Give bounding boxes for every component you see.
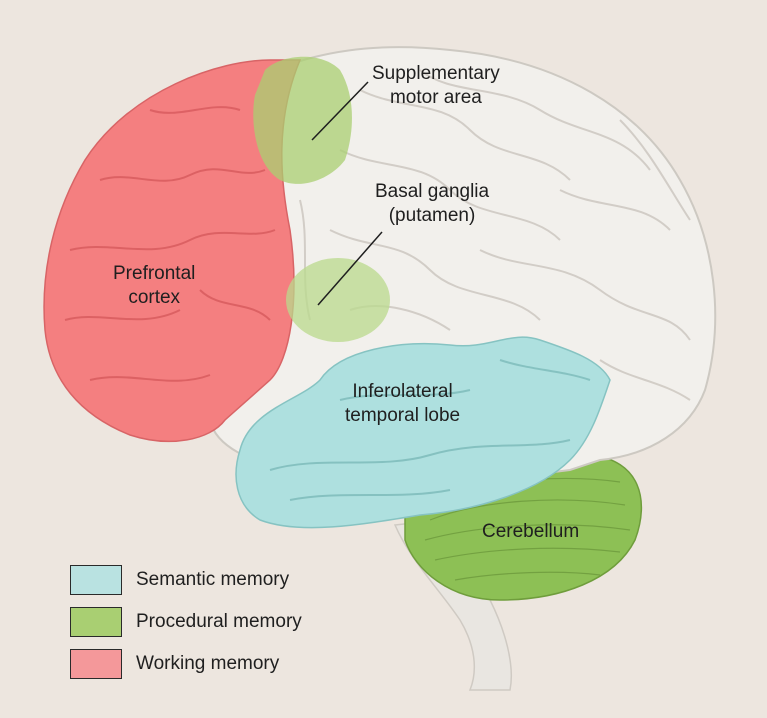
basal-ganglia-label-line1: Basal ganglia [375,181,490,202]
supplementary-motor-region [253,56,352,184]
supplementary-leader-line [311,81,369,141]
procedural-swatch [70,607,122,637]
working-swatch [70,649,122,679]
prefrontal-label-line2: cortex [128,287,181,308]
basal-ganglia-leader-line [317,231,383,306]
basal-ganglia-label: Basal ganglia (putamen) [375,180,489,228]
semantic-swatch [70,565,122,595]
legend-item-working: Working memory [70,646,302,682]
prefrontal-label-line1: Prefrontal [113,263,196,284]
legend-item-semantic: Semantic memory [70,562,302,598]
supplementary-motor-label-line2: motor area [389,87,482,108]
temporal-lobe-region [235,336,611,529]
basal-ganglia-region [286,258,390,342]
prefrontal-label: Prefrontal cortex [113,262,195,310]
prefrontal-region [43,59,302,443]
legend-label: Working memory [136,653,280,674]
cerebellum-label: Cerebellum [482,521,580,542]
legend-label: Semantic memory [136,569,290,590]
inferolateral-label-line2: temporal lobe [345,405,461,426]
legend-label: Procedural memory [136,611,302,632]
legend-item-procedural: Procedural memory [70,604,302,640]
basal-ganglia-label-line2: (putamen) [388,205,476,226]
supplementary-motor-label-line1: Supplementary [372,63,500,84]
inferolateral-label: Inferolateral temporal lobe [345,380,460,428]
inferolateral-label-line1: Inferolateral [352,381,453,402]
supplementary-motor-label: Supplementary motor area [372,62,500,110]
legend: Semantic memory Procedural memory Workin… [70,562,302,688]
